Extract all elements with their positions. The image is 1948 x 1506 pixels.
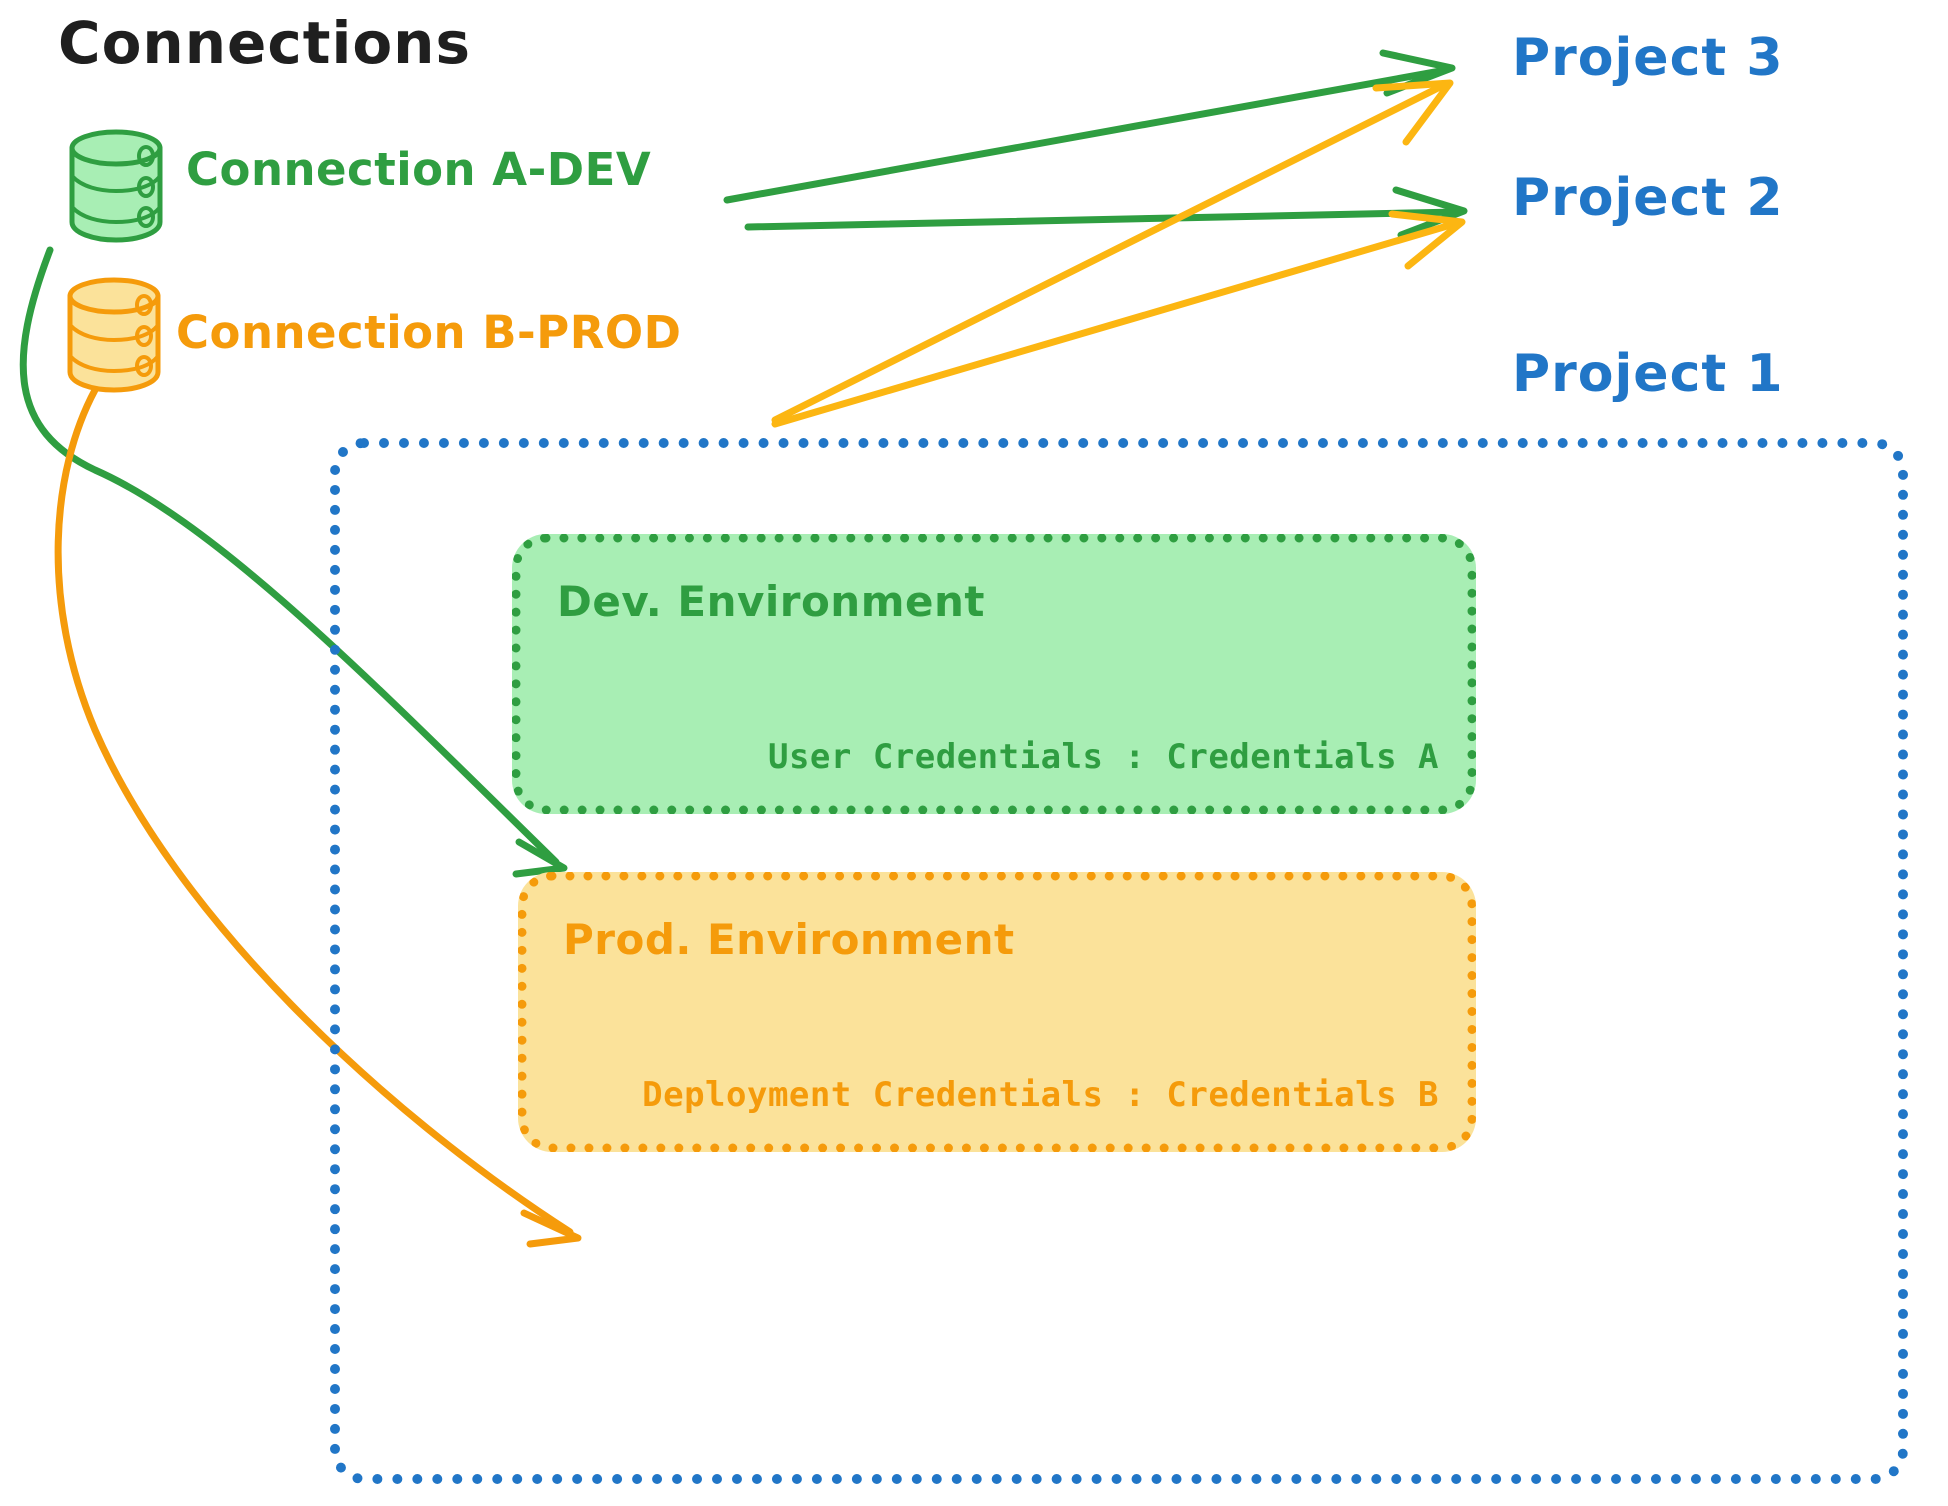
dev-environment-title: Dev. Environment	[557, 577, 985, 626]
dev-environment-credentials: User Credentials : Credentials A	[767, 737, 1439, 777]
project-label-project-1[interactable]: Project 1	[1512, 344, 1784, 404]
arrow-b-prod-to-project-3	[771, 79, 1454, 424]
prod-environment-box[interactable]: Prod. Environment Deployment Credentials…	[518, 872, 1476, 1152]
page-title: Connections	[58, 9, 471, 77]
arrow-b-prod-to-project-2	[771, 210, 1466, 428]
arrow-a-dev-to-project-3	[723, 49, 1456, 204]
database-cylinder-icon-orange	[67, 277, 161, 393]
prod-environment-credentials: Deployment Credentials : Credentials B	[642, 1075, 1439, 1115]
dev-environment-box[interactable]: Dev. Environment User Credentials : Cred…	[512, 534, 1476, 814]
database-cylinder-icon-green	[69, 129, 163, 243]
project-label-project-2[interactable]: Project 2	[1512, 168, 1784, 228]
arrow-a-dev-to-project-2	[744, 186, 1468, 239]
connection-label-a-dev[interactable]: Connection A-DEV	[186, 143, 652, 196]
connection-label-b-prod[interactable]: Connection B-PROD	[176, 306, 682, 359]
project-label-project-3[interactable]: Project 3	[1512, 28, 1784, 88]
project-1-container: Dev. Environment User Credentials : Cred…	[330, 438, 1908, 1484]
prod-environment-title: Prod. Environment	[563, 915, 1015, 964]
